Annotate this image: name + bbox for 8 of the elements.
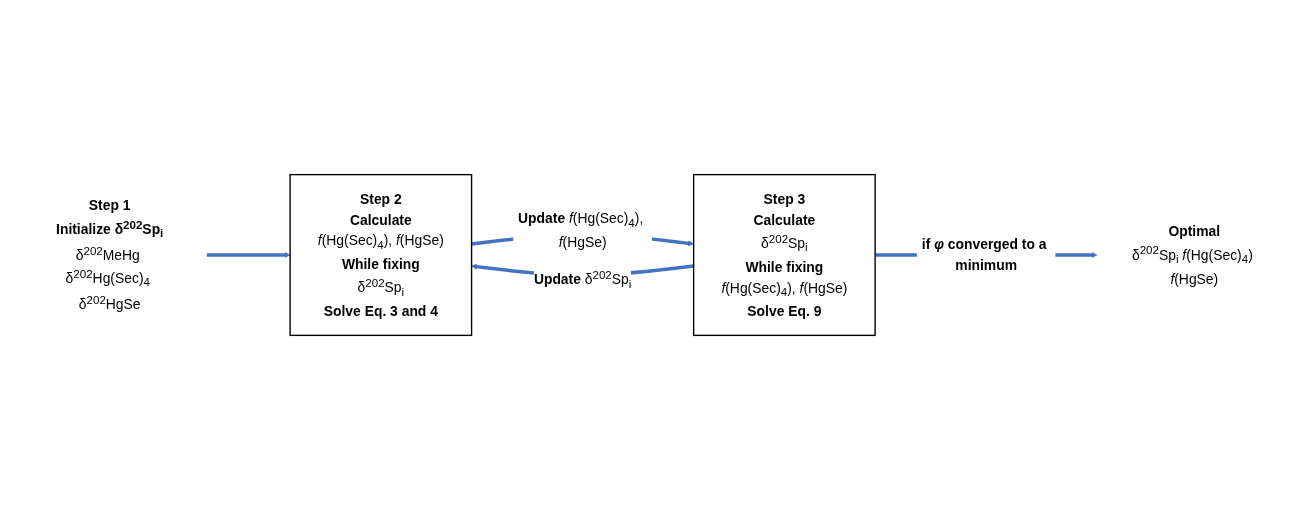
- node-box: Step 2 Calculate f(Hg(Sec)$_{4}$), f(HgSe) While fixing δ$^{202}$Sp$_{i}$ Solve Eq. 3 and 4: [288, 173, 472, 336]
- node-box: Step 3 Calculate δ$^{202}$Sp$_{i}$ While fixing f(Hg(Sec)$_{4}$), f(HgSe) Solve Eq. 9: [692, 173, 876, 336]
- edge-label: Update δ$^{202}$Sp$_{i}$: [533, 268, 631, 291]
- node-text: Optimal δ$^{202}$Sp$_{i}$ f(Hg(Sec)$_{4}$) f(HgSe): [1131, 223, 1253, 286]
- arrow: [206, 251, 290, 258]
- edge-label: if φ converged to a minimum: [921, 236, 1047, 273]
- node-text: Step 1 Initialize δ$^{202}$Sp$_{i}$ δ$^{202}$MeHg δ$^{202}$Hg(Sec)$_{4}$ δ$^{202}$HgSe: [55, 197, 163, 312]
- edge-label: Update f(Hg(Sec)$_{4}$), f(HgSe): [517, 210, 643, 250]
